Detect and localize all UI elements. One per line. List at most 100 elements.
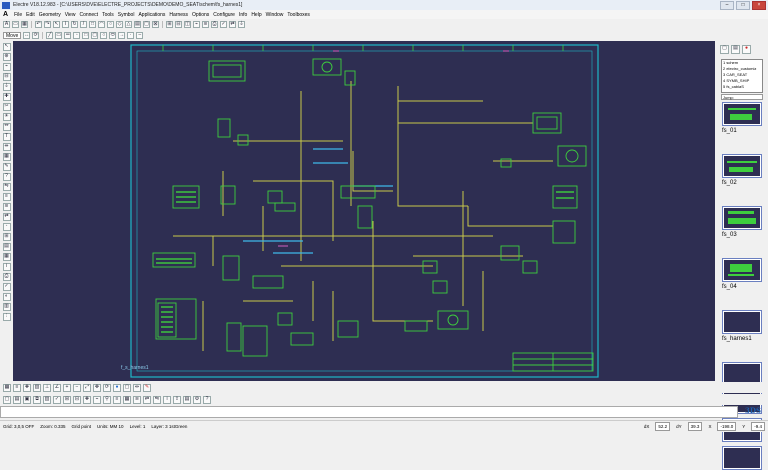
- sheet-list-item[interactable]: 2 electro_customiz: [723, 66, 757, 71]
- splice-tool-icon[interactable]: ✚: [2, 93, 11, 101]
- sheet-thumbnail[interactable]: [722, 154, 762, 178]
- polyline-icon[interactable]: ⌇: [62, 20, 69, 28]
- menu-configure[interactable]: Configure: [213, 11, 235, 18]
- open-file-icon[interactable]: ▤: [13, 395, 21, 404]
- splice-icon[interactable]: ✚: [83, 395, 91, 404]
- minimize-button[interactable]: –: [720, 1, 734, 10]
- menu-help[interactable]: Help: [251, 11, 262, 18]
- table-icon[interactable]: ▦: [123, 395, 131, 404]
- grid-icon[interactable]: ▥: [33, 383, 41, 392]
- jump-field[interactable]: Jump:: [721, 94, 763, 100]
- dash-icon[interactable]: –: [136, 31, 144, 39]
- ortho-icon[interactable]: ⊥: [43, 383, 51, 392]
- fill-icon[interactable]: ▤: [134, 20, 141, 28]
- sheet-list-item[interactable]: 1 schem: [723, 60, 739, 65]
- sheet-tool-icon[interactable]: ▤: [2, 243, 11, 251]
- menu-file[interactable]: File: [14, 11, 23, 18]
- menu-connect[interactable]: Connect: [79, 11, 99, 18]
- pointer-icon[interactable]: ↖: [53, 20, 60, 28]
- mirror-tool-icon[interactable]: ⇋: [2, 183, 11, 191]
- status-snap[interactable]: Grid point: [71, 424, 92, 429]
- bundle-icon[interactable]: ≋: [133, 395, 141, 404]
- insert-icon[interactable]: ⊞: [166, 20, 173, 28]
- layer-icon[interactable]: ≡: [13, 383, 21, 392]
- sheet-thumbnail[interactable]: [722, 102, 762, 126]
- maximize-button[interactable]: □: [736, 1, 750, 10]
- select-all-icon[interactable]: ▦: [3, 383, 11, 392]
- terminal-icon[interactable]: ◫: [184, 20, 191, 28]
- zoom-tool-icon[interactable]: ⊕: [2, 53, 11, 61]
- connector-insert-icon[interactable]: ⊟: [73, 395, 81, 404]
- component-icon[interactable]: ⊞: [63, 395, 71, 404]
- print-icon[interactable]: ⎙: [211, 20, 218, 28]
- frame-icon[interactable]: ▢: [143, 20, 150, 28]
- redo-icon[interactable]: ↷: [44, 20, 51, 28]
- ground-tool-icon[interactable]: ⏛: [2, 123, 11, 131]
- sheet-list-item[interactable]: 5 fs_cablaS: [723, 84, 744, 89]
- node-tool-icon[interactable]: ◦: [2, 223, 11, 231]
- round-rect-icon[interactable]: ▢: [91, 31, 99, 39]
- rect-icon[interactable]: □: [89, 20, 96, 28]
- select-icon[interactable]: ╱: [46, 31, 54, 39]
- menu-applications[interactable]: Applications: [138, 11, 166, 18]
- snap-icon[interactable]: ✚: [23, 383, 31, 392]
- node-icon[interactable]: ◦: [73, 31, 81, 39]
- harness-tool-icon[interactable]: ⫶: [2, 313, 11, 321]
- sheet-list-item[interactable]: 4 SYMB_SHIP: [723, 78, 750, 83]
- status-grid[interactable]: Grid: 3,0,5 OFF: [3, 424, 35, 429]
- plug-tool-icon[interactable]: ⊞: [2, 233, 11, 241]
- new-sheet-icon[interactable]: ▢: [720, 45, 729, 54]
- line-icon[interactable]: /: [80, 20, 87, 28]
- pen-tool-icon[interactable]: ✎: [2, 163, 11, 171]
- delete-sheet-icon[interactable]: ●: [742, 45, 751, 54]
- drawing-canvas[interactable]: f_s_harnes1: [13, 41, 715, 381]
- connector-tool-icon[interactable]: ⊟: [2, 73, 11, 81]
- wire-insert-icon[interactable]: ⌁: [93, 395, 101, 404]
- layer-tool-icon[interactable]: ≡: [2, 193, 11, 201]
- route-icon[interactable]: ⇄: [229, 20, 236, 28]
- copy-icon[interactable]: ⧉: [33, 395, 41, 404]
- print-tool-icon[interactable]: ⎙: [2, 273, 11, 281]
- bulb-tool-icon[interactable]: ☀: [2, 113, 11, 121]
- redraw-icon[interactable]: ⟳: [103, 383, 111, 392]
- bus-icon[interactable]: ═: [64, 31, 72, 39]
- help-icon[interactable]: ?: [203, 395, 211, 404]
- check-icon[interactable]: ✓: [220, 20, 227, 28]
- check-mark-icon[interactable]: ✓: [53, 395, 61, 404]
- frame-view-icon[interactable]: ▢: [123, 383, 131, 392]
- move-mode-button[interactable]: Move: [3, 31, 22, 39]
- sheet-thumbnail[interactable]: [722, 258, 762, 282]
- menu-harness[interactable]: Harness: [169, 11, 189, 18]
- palette-tool-icon[interactable]: ◐: [2, 293, 11, 301]
- ellipse-icon[interactable]: ⬭: [109, 31, 117, 39]
- arrow-icon[interactable]: →: [118, 31, 126, 39]
- text-tool-icon[interactable]: A: [3, 20, 10, 28]
- dot-icon[interactable]: ·: [127, 31, 135, 39]
- menu-view[interactable]: View: [64, 11, 76, 18]
- report-icon[interactable]: ▤: [183, 395, 191, 404]
- color-icon[interactable]: ●: [113, 383, 121, 392]
- arc-icon[interactable]: ◠: [98, 20, 105, 28]
- zoom-out-icon[interactable]: −: [73, 383, 81, 392]
- sheet-thumbnail-empty[interactable]: [722, 446, 762, 470]
- measure-icon[interactable]: ⇹: [133, 383, 141, 392]
- new-file-icon[interactable]: ▢: [3, 395, 11, 404]
- polygon-icon[interactable]: ◇: [116, 20, 123, 28]
- property-icon[interactable]: i: [163, 395, 171, 404]
- undo-icon[interactable]: ↶: [35, 20, 42, 28]
- check-tool-icon[interactable]: ✓: [2, 283, 11, 291]
- pan-icon[interactable]: ✥: [93, 383, 101, 392]
- question-tool-icon[interactable]: ?: [2, 173, 11, 181]
- rotate-icon[interactable]: ↻: [71, 20, 78, 28]
- wire-icon[interactable]: ⌁: [193, 20, 200, 28]
- block-tool-icon[interactable]: ▦: [2, 153, 11, 161]
- zoom-fit-icon[interactable]: ⤢: [83, 383, 91, 392]
- config-icon[interactable]: ⚙: [193, 395, 201, 404]
- wire-draw-icon[interactable]: ▭: [55, 31, 63, 39]
- measure-tool-icon[interactable]: ⇹: [2, 143, 11, 151]
- menu-tools[interactable]: Tools: [102, 11, 114, 18]
- menu-symbol[interactable]: Symbol: [117, 11, 135, 18]
- cut-tool-icon[interactable]: ✂: [2, 103, 11, 111]
- menu-info[interactable]: Info: [238, 11, 248, 18]
- route-bundle-icon[interactable]: ⇄: [143, 395, 151, 404]
